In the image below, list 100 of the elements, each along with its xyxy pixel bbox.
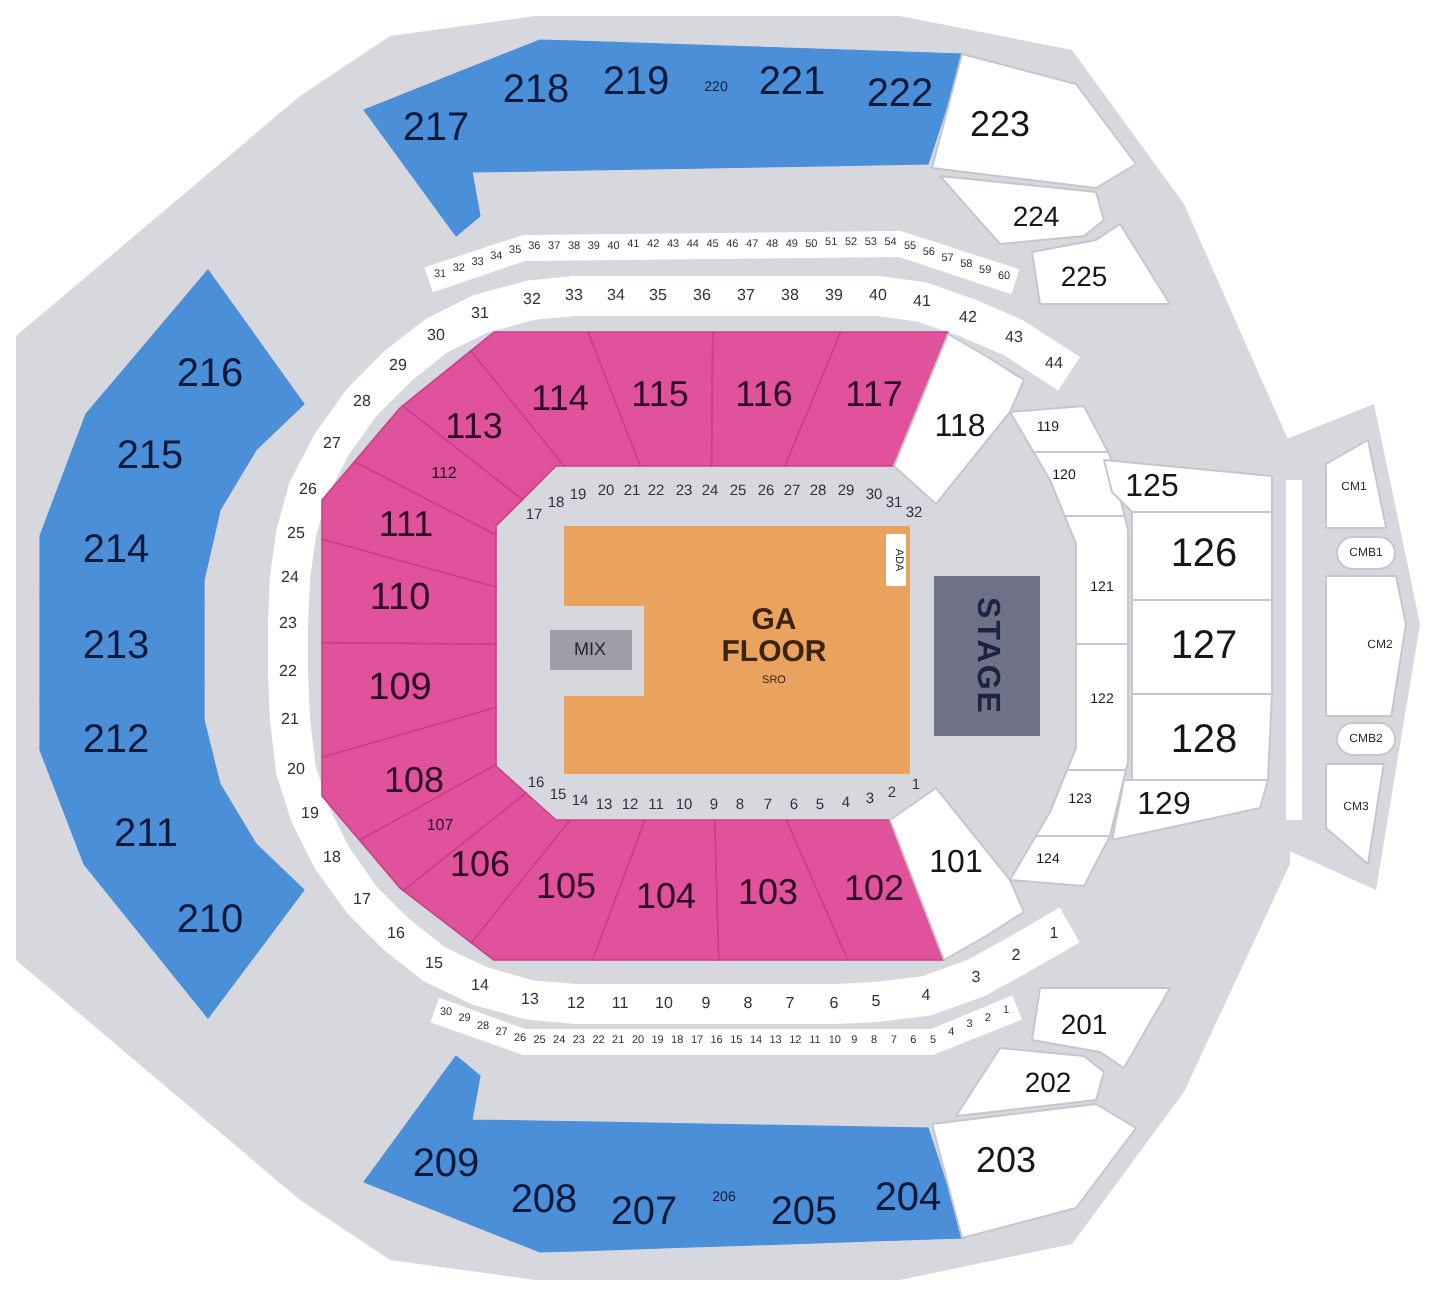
seating-section <box>1132 512 1272 600</box>
suite-number: 8 <box>743 996 753 1012</box>
section-number: 217 <box>402 108 470 148</box>
suite-number: 44 <box>1045 356 1063 372</box>
seating-section <box>588 332 714 466</box>
section-number: 102 <box>843 870 905 906</box>
suite-number: 33 <box>565 288 583 304</box>
seating-section <box>714 820 848 960</box>
seating-section <box>826 50 964 166</box>
suite-number: 10 <box>655 996 673 1012</box>
suite-number: 23 <box>279 616 297 632</box>
seating-section <box>940 176 1104 244</box>
suite-number: 11 <box>611 996 629 1012</box>
suite-number: 26 <box>299 482 317 498</box>
seating-section <box>1010 406 1108 452</box>
suite-number: 20 <box>287 762 305 778</box>
suite-number: 7 <box>785 996 795 1012</box>
suite-number: 22 <box>279 664 297 680</box>
section-number: 125 <box>1125 472 1179 504</box>
section-number: 201 <box>1060 1010 1108 1038</box>
suite-number: 17 <box>353 892 371 908</box>
seating-section <box>358 764 526 892</box>
suite-number: 31 <box>471 306 489 322</box>
seating-section <box>40 684 216 806</box>
seating-section <box>710 332 842 466</box>
suite-number: 14 <box>471 978 489 994</box>
seating-section <box>1032 224 1170 304</box>
suite-number: 16 <box>387 926 405 942</box>
seating-section <box>476 1120 612 1252</box>
suite-number: 15 <box>425 956 443 972</box>
suite-number: 3 <box>971 970 981 986</box>
seating-section <box>1132 600 1272 694</box>
seating-section <box>116 842 304 1018</box>
seating-section <box>1104 460 1272 512</box>
seating-section <box>956 1048 1104 1116</box>
seating-section <box>354 404 524 536</box>
section-number: 215 <box>116 436 184 476</box>
suite-number: 4 <box>921 988 931 1004</box>
suite-number: 39 <box>825 288 843 304</box>
section-number: 115 <box>631 376 689 412</box>
suite-number: 18 <box>323 850 341 866</box>
section-number: 214 <box>82 530 150 570</box>
suite-number: 12 <box>567 996 585 1012</box>
section-number: 117 <box>845 376 903 412</box>
suite-number: 36 <box>693 288 711 304</box>
section-number: 216 <box>176 354 244 394</box>
floor-area <box>564 526 910 774</box>
section-number: 211 <box>114 814 178 854</box>
section-number: 110 <box>369 579 431 617</box>
stage <box>934 576 1040 736</box>
section-number: 204 <box>874 1178 942 1218</box>
suite-number: 37 <box>737 288 755 304</box>
section-number: 224 <box>1012 202 1060 230</box>
suite-number: 27 <box>323 436 341 452</box>
section-number: 104 <box>635 878 697 914</box>
mix-position <box>550 630 632 670</box>
suite-number: 24 <box>281 570 299 586</box>
seating-section <box>1132 694 1272 780</box>
section-number: 101 <box>929 848 983 880</box>
section-number: 218 <box>502 70 570 110</box>
seating-section <box>592 820 720 960</box>
suite-number: 34 <box>607 288 625 304</box>
seating-section <box>1032 988 1170 1068</box>
suite-number: 6 <box>829 996 839 1012</box>
section-number: 112 <box>431 466 457 482</box>
seating-section <box>58 384 258 524</box>
suite-number: 25 <box>287 526 305 542</box>
section-number: 126 <box>1170 534 1238 574</box>
section-number: 107 <box>426 818 454 834</box>
suite-area <box>1336 536 1396 570</box>
section-number: 207 <box>610 1192 678 1232</box>
suite-number: 2 <box>1011 948 1021 964</box>
suite-number: 21 <box>281 712 299 728</box>
section-number: 109 <box>368 669 432 707</box>
suite-number: 38 <box>781 288 799 304</box>
suite-number: 19 <box>301 806 319 822</box>
section-number: 129 <box>1137 790 1191 822</box>
suite-number: 35 <box>649 288 667 304</box>
seating-section <box>322 538 496 646</box>
suite-area <box>1326 764 1384 864</box>
section-number: 108 <box>383 762 445 798</box>
seating-section <box>574 40 682 170</box>
suite-area <box>1326 440 1388 528</box>
suite-number: 28 <box>353 394 371 410</box>
section-number: 225 <box>1060 262 1108 290</box>
section-number: 113 <box>445 408 503 444</box>
seating-section <box>60 766 256 906</box>
seating-section <box>1034 770 1128 836</box>
suite-area <box>1326 576 1406 716</box>
seating-section <box>1010 836 1110 886</box>
section-number: 103 <box>737 874 799 910</box>
suite-number: 29 <box>389 358 407 374</box>
mix-label: MIX <box>574 641 606 659</box>
suite-number: 13 <box>521 992 539 1008</box>
suite-number: 41 <box>913 294 931 310</box>
stage-label: STAGE <box>970 597 1002 715</box>
seating-section <box>834 1126 964 1242</box>
section-number: 212 <box>82 720 150 760</box>
section-number: 221 <box>758 62 826 102</box>
section-number: 114 <box>531 380 589 416</box>
